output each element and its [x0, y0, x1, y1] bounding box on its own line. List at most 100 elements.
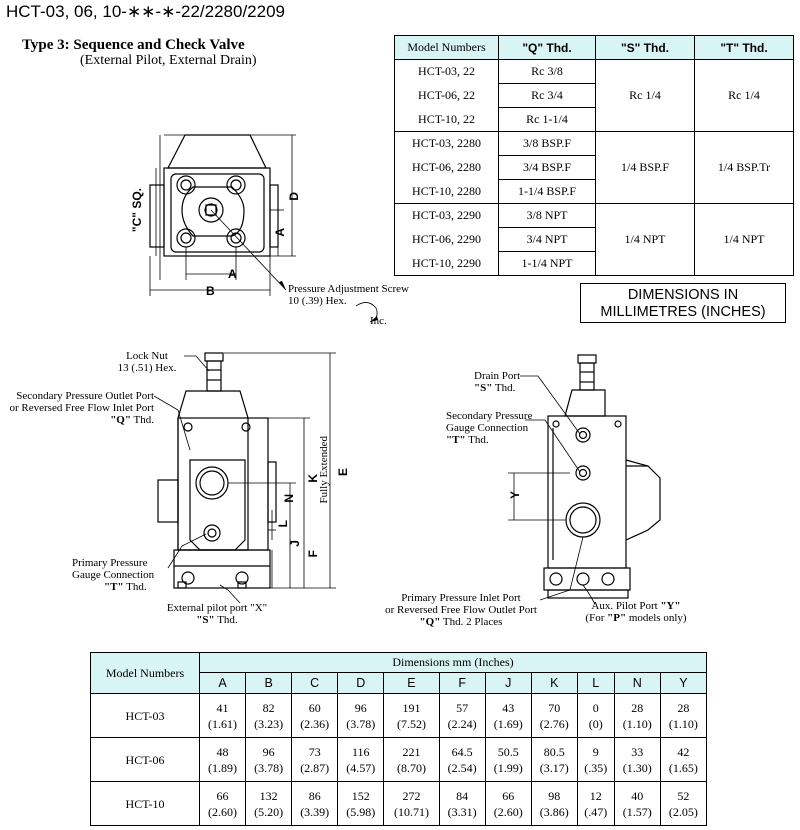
- primary-inlet-line3: "Q" Thd. 2 Places: [419, 616, 503, 628]
- aux-pilot-line1: Aux. Pilot Port "Y": [591, 600, 681, 612]
- front-dim-f-label: F: [306, 550, 320, 558]
- dim-value-inches: (3.17): [539, 760, 569, 775]
- dim-value-inches: (3.86): [539, 804, 569, 819]
- dim-value-mm: 52: [677, 788, 690, 803]
- dim-value-inches: (10.71): [393, 804, 429, 819]
- thread-t: Rc 1/4: [694, 59, 794, 132]
- dim-col-j: J: [484, 672, 532, 694]
- primary-gauge-line3: "T" Thd.: [104, 581, 147, 593]
- dim-value-inches: (0): [588, 716, 603, 731]
- drain-port-label: Drain Port "S" Thd.: [474, 370, 520, 394]
- dim-value-mm: 96: [354, 700, 367, 715]
- dim-value-mm: 66: [502, 788, 515, 803]
- type-title: Type 3: Sequence and Check Valve: [22, 37, 245, 53]
- thread-q: 3/8 BSP.F: [498, 131, 596, 156]
- dim-value-inches: (2.76): [539, 716, 569, 731]
- dim-value-mm: 43: [502, 700, 515, 715]
- dim-value-cell: 66(2.60): [484, 781, 532, 826]
- top-view-drawing: [149, 134, 279, 257]
- dim-col-f: F: [438, 672, 486, 694]
- dim-value-cell: 64.5(2.54): [438, 737, 486, 782]
- top-dim-d-label: D: [287, 192, 301, 201]
- dim-value-inches: (1.69): [493, 716, 523, 731]
- lock-nut-label: Lock Nut 13 (.51) Hex.: [112, 350, 182, 374]
- front-view-drawing: [157, 352, 277, 589]
- thread-s: Rc 1/4: [595, 59, 695, 132]
- dim-value-inches: (2.54): [447, 760, 477, 775]
- thread-table-header-row: Model Numbers "Q" Thd. "S" Thd. "T" Thd.: [394, 35, 794, 60]
- thread-header-t: "T" Thd.: [694, 35, 794, 60]
- thread-model: HCT-10, 2290: [394, 251, 499, 276]
- dim-col-l: L: [576, 672, 615, 694]
- thread-row: HCT-03, 22 Rc 3/8 Rc 1/4 Rc 1/4: [394, 59, 794, 132]
- thread-header-s: "S" Thd.: [595, 35, 695, 60]
- primary-gauge-label: Primary Pressure Gauge Connection "T" Th…: [72, 557, 154, 593]
- dimensions-table: Model Numbers Dimensions mm (Inches) A B…: [90, 652, 708, 826]
- thread-model: HCT-06, 2280: [394, 155, 499, 180]
- thread-table: Model Numbers "Q" Thd. "S" Thd. "T" Thd.…: [394, 35, 794, 276]
- thread-model: HCT-03, 2290: [394, 203, 499, 228]
- dim-value-mm: 132: [259, 788, 278, 803]
- dim-value-cell: 40(1.57): [613, 781, 661, 826]
- dim-value-cell: 80.5(3.17): [530, 737, 578, 782]
- dim-value-cell: 28(1.10): [659, 693, 708, 738]
- dim-value-mm: 57: [456, 700, 469, 715]
- dim-model-cell: HCT-06: [90, 737, 200, 782]
- secondary-gauge-label: Secondary Pressure Gauge Connection "T" …: [446, 410, 532, 446]
- dim-value-inches: (1.10): [668, 716, 698, 731]
- thread-model: HCT-10, 22: [394, 107, 499, 132]
- secondary-outlet-line1: Secondary Pressure Outlet Port: [16, 390, 154, 402]
- dim-col-c: C: [291, 672, 339, 694]
- dim-value-mm: 64.5: [451, 744, 473, 759]
- primary-inlet-label: Primary Pressure Inlet Port or Reversed …: [376, 592, 546, 628]
- dim-value-inches: (1.65): [668, 760, 698, 775]
- dim-value-mm: 12: [589, 788, 602, 803]
- drain-port-line1: Drain Port: [474, 370, 521, 382]
- dim-value-cell: 50.5(1.99): [484, 737, 532, 782]
- front-dim-l-label: L: [276, 520, 290, 528]
- aux-pilot-line2: (For "P" models only): [585, 612, 687, 624]
- dim-value-inches: (5.98): [346, 804, 376, 819]
- dim-col-y: Y: [659, 672, 708, 694]
- thread-q: Rc 3/8: [498, 59, 596, 84]
- thread-model: HCT-10, 2280: [394, 179, 499, 204]
- dim-value-inches: (2.60): [208, 804, 238, 819]
- dim-value-mm: 66: [216, 788, 229, 803]
- dim-value-inches: (1.61): [208, 716, 238, 731]
- thread-q: 1-1/4 NPT: [498, 251, 596, 276]
- dim-value-inches: (.35): [584, 760, 608, 775]
- side-view-drawing: [543, 354, 661, 599]
- dim-value-mm: 116: [351, 744, 370, 759]
- dim-value-inches: (3.78): [346, 716, 376, 731]
- thread-header-model: Model Numbers: [394, 35, 499, 60]
- dim-value-cell: 42(1.65): [659, 737, 708, 782]
- primary-inlet-line1: Primary Pressure Inlet Port: [401, 592, 521, 604]
- top-dim-a-vertical-label: A: [273, 228, 287, 237]
- dim-value-inches: (2.87): [300, 760, 330, 775]
- dim-value-inches: (1.57): [622, 804, 652, 819]
- dim-value-cell: 33(1.30): [613, 737, 661, 782]
- external-pilot-line1: External pilot port "X": [166, 602, 268, 614]
- secondary-outlet-label: Secondary Pressure Outlet Port or Revers…: [0, 390, 155, 426]
- screw-label: Pressure Adjustment Screw 10 (.39) Hex.: [288, 283, 409, 307]
- dim-value-cell: 9(.35): [576, 737, 615, 782]
- thread-row: HCT-06, 2290 3/4 NPT: [394, 227, 794, 252]
- dim-value-cell: 132(5.20): [245, 781, 293, 826]
- inc-label: Inc.: [370, 315, 387, 327]
- page-title: HCT-03, 06, 10-∗∗-∗-22/2280/2209: [6, 2, 285, 21]
- dim-value-mm: 272: [402, 788, 421, 803]
- thread-q: 1-1/4 BSP.F: [498, 179, 596, 204]
- thread-model: HCT-03, 22: [394, 59, 499, 84]
- dim-value-mm: 152: [351, 788, 370, 803]
- dim-value-cell: 96(3.78): [245, 737, 293, 782]
- thread-model: HCT-06, 2290: [394, 227, 499, 252]
- dim-value-mm: 33: [631, 744, 644, 759]
- thread-q: 3/4 BSP.F: [498, 155, 596, 180]
- dim-value-cell: 152(5.98): [337, 781, 385, 826]
- top-dim-a-label: A: [228, 267, 237, 281]
- dim-value-mm: 70: [548, 700, 561, 715]
